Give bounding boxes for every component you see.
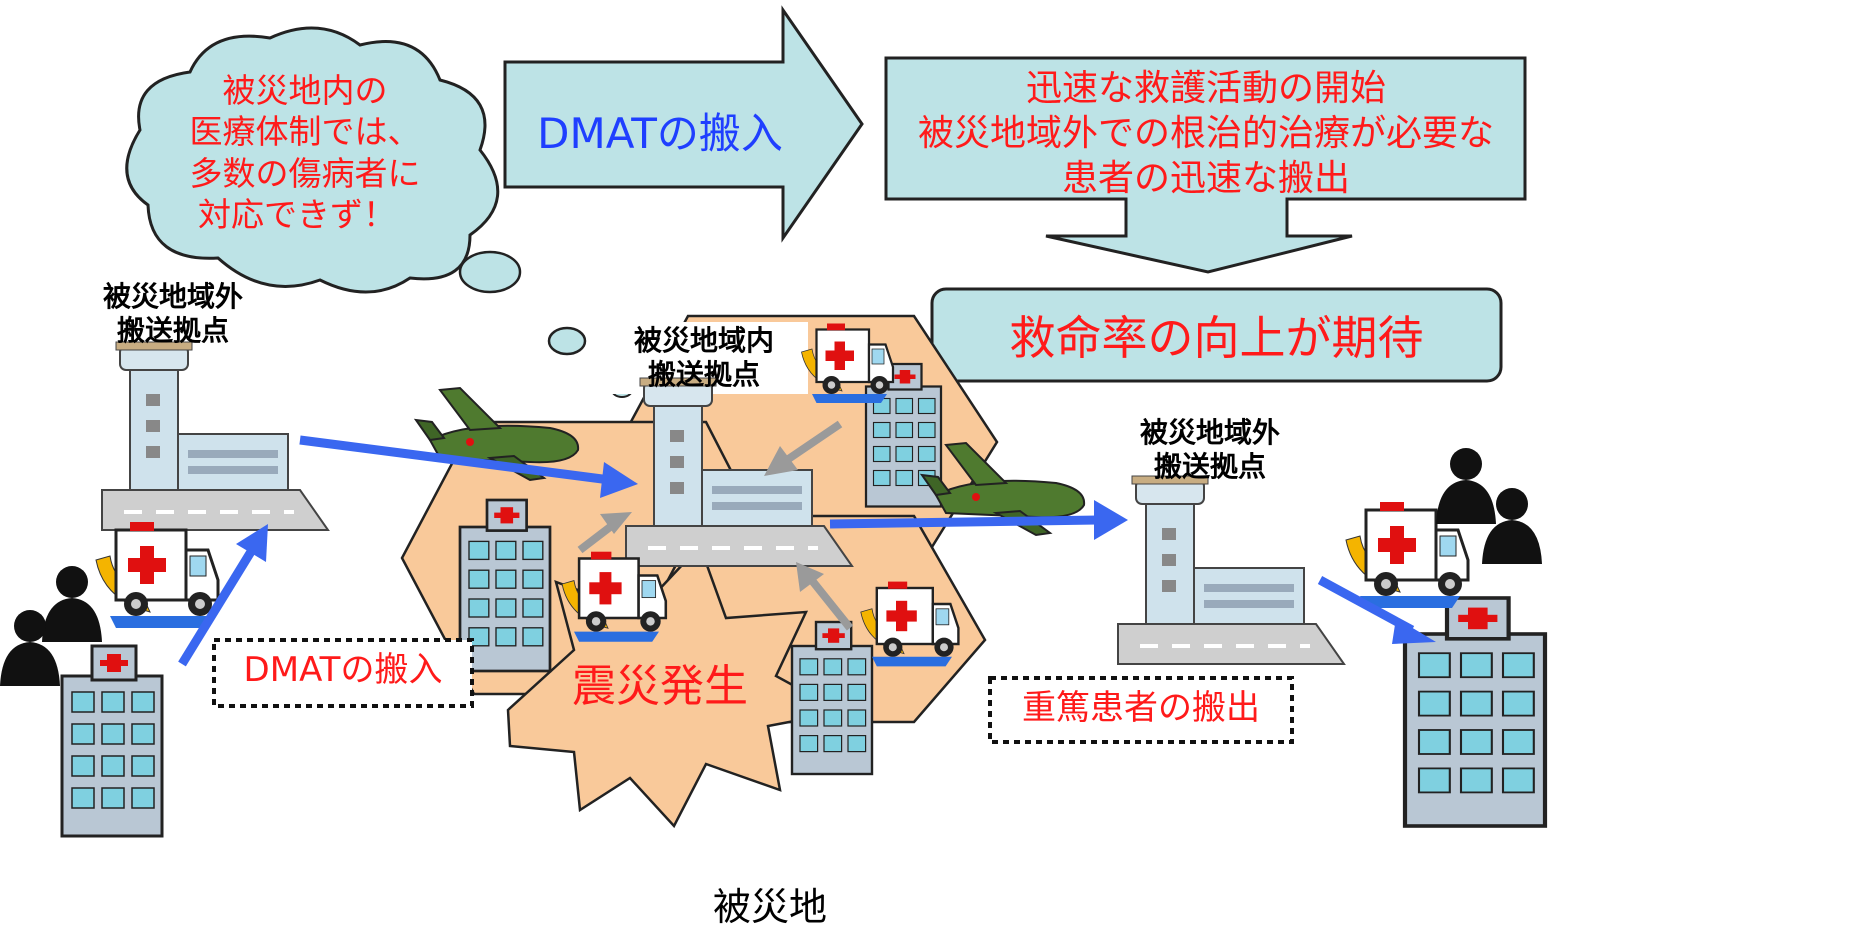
base-left-label: 被災地域外 搬送拠点 [88, 280, 258, 348]
base-center-label: 被災地域内 搬送拠点 [604, 324, 804, 392]
hospital-left-icon [60, 644, 164, 838]
big-arrow-label: DMATの搬入 [537, 109, 783, 158]
staff-person-icon [1436, 448, 1496, 524]
base-center-line: 搬送拠点 [647, 358, 760, 392]
top-box-text: 迅速な救護活動の開始 被災地域外での根治的治療が必要な 患者の迅速な搬出 [890, 66, 1522, 201]
base-right-label: 被災地域外 搬送拠点 [1110, 416, 1310, 484]
cloud-line: 医療体制では、 [189, 112, 421, 152]
base-center-line: 被災地域内 [633, 324, 774, 357]
transport-arrows [178, 435, 1436, 667]
cloud-text: 被災地内の 医療体制では、 多数の傷病者に 対応できず！ [170, 70, 440, 235]
base-left-line: 被災地域外 [102, 280, 243, 313]
disaster-area-label: 被災地 [712, 885, 827, 929]
cloud-line: 被災地内の [222, 71, 388, 110]
staff-person-icon [42, 566, 102, 642]
base-right-line: 搬送拠点 [1153, 450, 1266, 484]
cloud-line: 多数の傷病者に [189, 153, 421, 193]
airport-right-icon [1116, 474, 1346, 666]
base-left-line: 搬送拠点 [116, 314, 229, 348]
top-box-line: 迅速な救護活動の開始 [1025, 68, 1386, 109]
result-box [930, 287, 1503, 383]
dmat-in-box-frame [212, 638, 474, 708]
top-box-down-arrow [884, 56, 1527, 274]
hospital-right-icon [1405, 598, 1545, 826]
airport-left-icon [100, 340, 330, 532]
base-right-line: 被災地域外 [1139, 416, 1280, 449]
ambulance-left-icon [94, 520, 220, 630]
hospital-zone-a-icon [458, 498, 552, 673]
gray-arrows [577, 420, 854, 631]
critical-out-label: 重篤患者の搬出 [1022, 688, 1260, 728]
critical-out-box-frame [988, 676, 1294, 744]
top-box-line: 被災地域外での根治的治療が必要な [917, 113, 1494, 154]
result-box-label: 救命率の向上が期待 [1009, 311, 1424, 365]
big-arrow-right [503, 5, 864, 243]
top-box-line: 患者の迅速な搬出 [1061, 158, 1350, 199]
earthquake-label: 震災発生 [572, 661, 748, 712]
cloud-line: 対応できず！ [198, 194, 396, 234]
dmat-in-label: DMATの搬入 [243, 650, 443, 690]
